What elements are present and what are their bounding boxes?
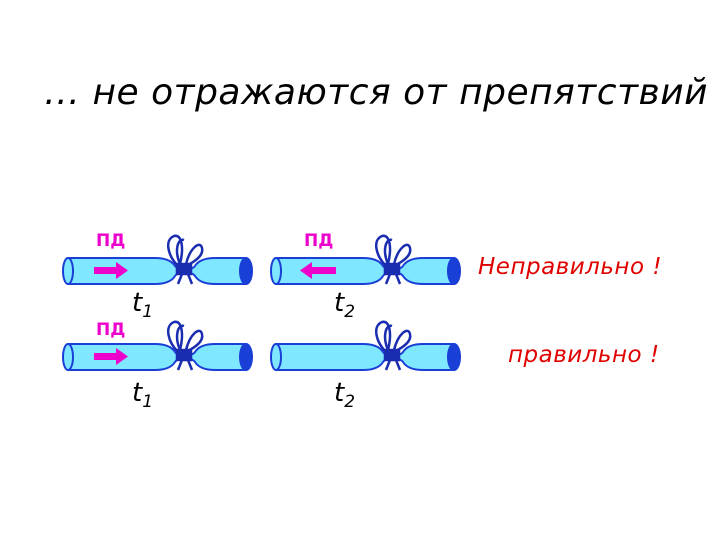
time-label-t1-row2: t1 bbox=[132, 378, 154, 412]
axon-row2-left bbox=[62, 320, 253, 371]
arrow-left-icon bbox=[300, 262, 336, 279]
page-title: … не отражаются от препятствий bbox=[44, 72, 709, 113]
axon-row1-right bbox=[270, 234, 461, 285]
knot-icon bbox=[374, 234, 412, 285]
pd-label-row1-right: ПД bbox=[304, 231, 334, 251]
verdict-wrong: Неправильно ! bbox=[478, 254, 663, 280]
pd-label-row1-left: ПД bbox=[96, 231, 126, 251]
arrow-right-icon bbox=[94, 262, 128, 279]
pd-label-row2-left: ПД bbox=[96, 320, 126, 340]
knot-icon bbox=[166, 320, 204, 371]
knot-icon bbox=[374, 320, 412, 371]
knot-icon bbox=[166, 234, 204, 285]
time-label-t1-row1: t1 bbox=[132, 288, 154, 322]
axon-row1-left bbox=[62, 234, 253, 285]
time-label-t2-row1: t2 bbox=[334, 288, 356, 322]
verdict-correct: правильно ! bbox=[508, 342, 660, 368]
time-label-t2-row2: t2 bbox=[334, 378, 356, 412]
axon-row2-right bbox=[270, 320, 461, 371]
arrow-right-icon bbox=[94, 348, 128, 365]
